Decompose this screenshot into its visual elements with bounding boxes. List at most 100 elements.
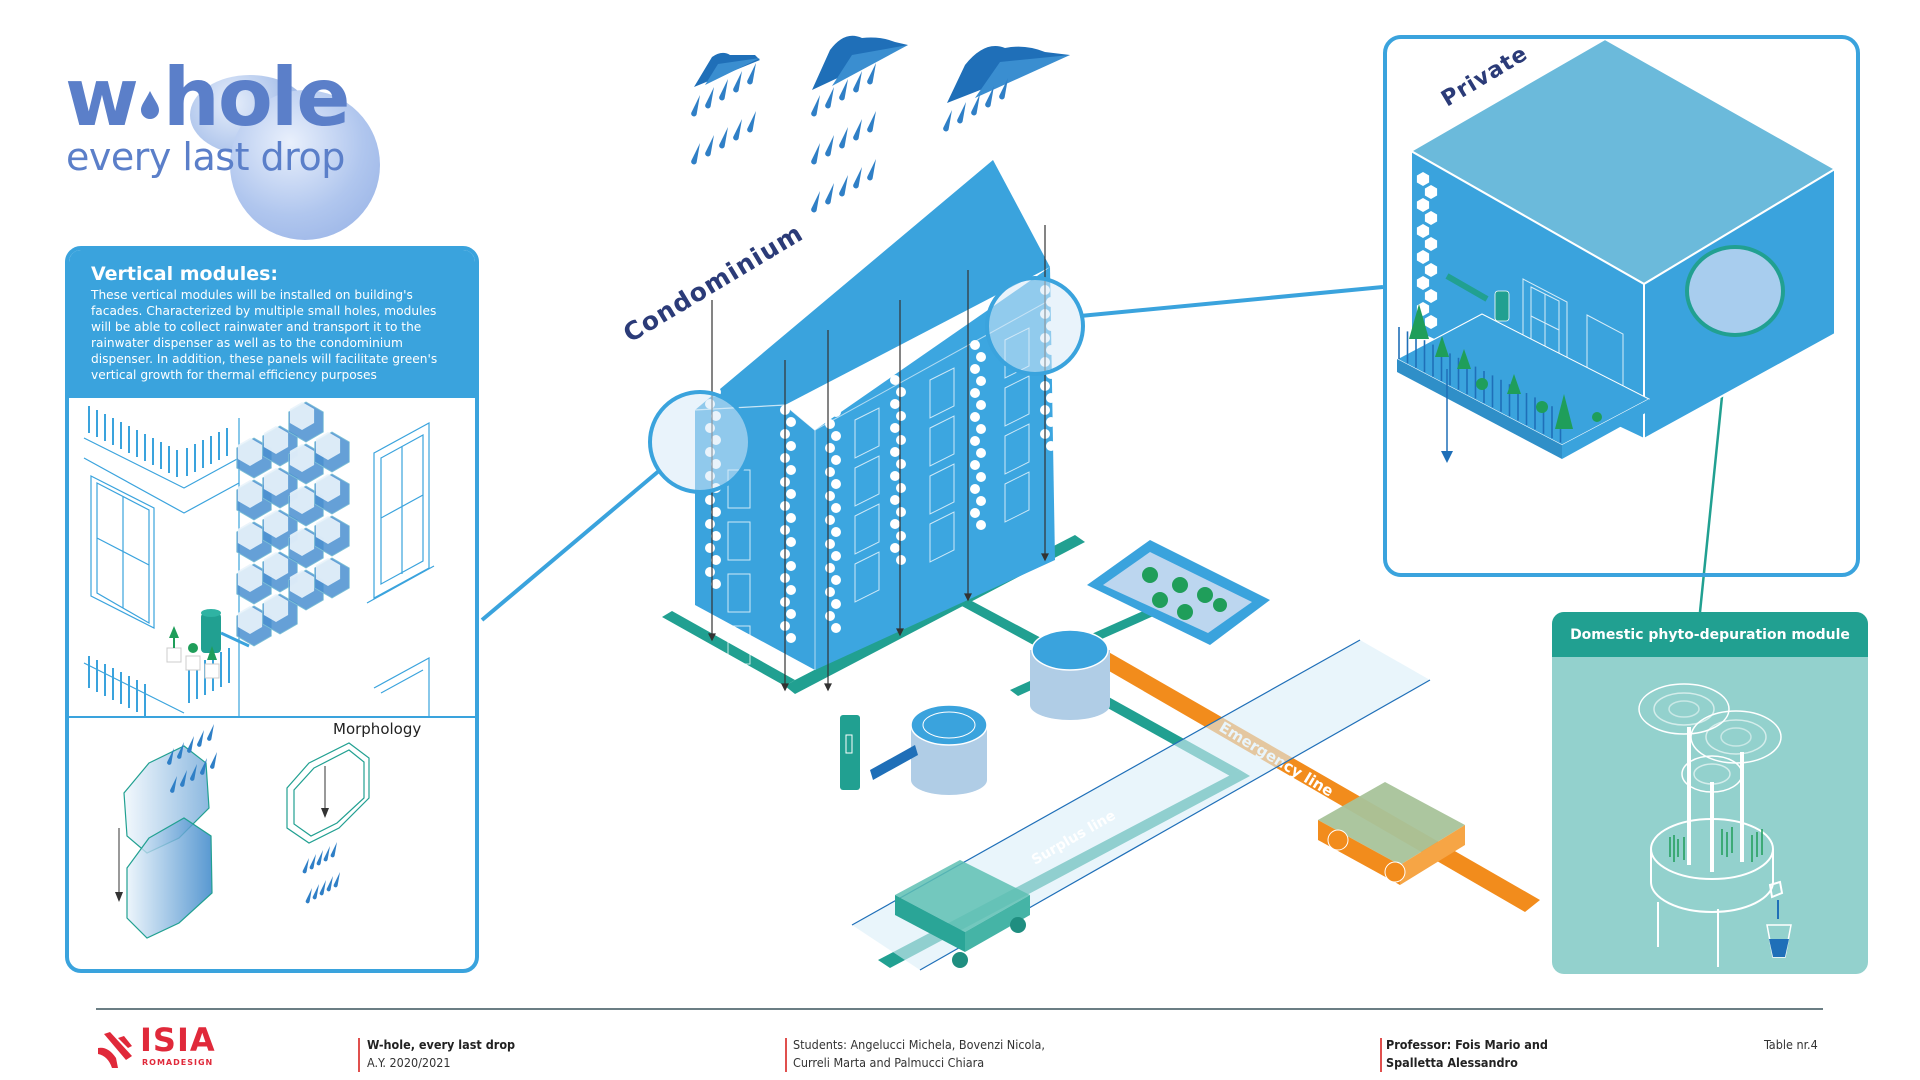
hex-module-face: [289, 444, 315, 472]
balcony-plants: [1409, 304, 1602, 429]
hex-panel: [786, 633, 796, 643]
footer-separator: [785, 1038, 787, 1072]
raindrop: [705, 87, 714, 109]
raindrop: [210, 752, 217, 769]
hex-panel: [1416, 172, 1430, 186]
hex-panel: [976, 424, 986, 434]
rainwater-tank: [910, 704, 988, 795]
raindrop: [825, 87, 834, 109]
hex-panel: [890, 471, 900, 481]
hex-panel: [831, 527, 841, 537]
hex-module-face: [289, 402, 315, 430]
hex-panel: [976, 400, 986, 410]
raindrop: [323, 846, 330, 862]
isia-logo-mark-icon: [96, 1030, 136, 1070]
raindrop: [170, 776, 177, 793]
hex-panel: [970, 364, 980, 374]
raindrop: [691, 143, 700, 165]
phyto-depuration-title: Domestic phyto-depuration module: [1552, 612, 1868, 657]
hex-panel: [970, 388, 980, 398]
water-truck-teal: [895, 860, 1030, 968]
private-unit-panel: Private: [1383, 35, 1860, 577]
hex-panel: [970, 340, 980, 350]
raindrop: [733, 71, 742, 93]
hex-panel: [970, 508, 980, 518]
hex-panel: [786, 609, 796, 619]
hex-panel: [831, 551, 841, 561]
footer-project: W-hole, every last drop A.Y. 2020/2021: [367, 1036, 515, 1072]
raindrop: [867, 159, 876, 181]
hex-panel: [976, 376, 986, 386]
raindrop: [333, 872, 340, 888]
raindrop: [316, 850, 323, 866]
window: [854, 407, 880, 459]
raindrop: [867, 63, 876, 85]
hex-module-face: [315, 558, 341, 586]
hex-panel: [831, 623, 841, 633]
arrowhead-icon: [824, 683, 832, 692]
hex-panel: [825, 539, 835, 549]
hex-panel: [831, 431, 841, 441]
raindrop: [985, 86, 994, 108]
footer-professors: Professor: Fois Mario and Spalletta Ales…: [1386, 1036, 1548, 1072]
hex-panel: [711, 555, 721, 565]
window: [727, 625, 751, 665]
potted-plants-icon: [166, 626, 220, 679]
stacked-hex-module: [115, 745, 213, 939]
hex-panel: [825, 443, 835, 453]
glass-of-water-icon: [1766, 880, 1792, 958]
raindrop: [811, 191, 820, 213]
magnifier-phyto-module[interactable]: [1685, 245, 1785, 337]
raindrop: [853, 119, 862, 141]
window: [929, 511, 955, 563]
hex-panel: [1416, 276, 1430, 290]
hex-panel: [825, 515, 835, 525]
rain-clouds: [694, 35, 1070, 103]
raindrop: [853, 71, 862, 93]
connector-private-box: [1079, 285, 1384, 318]
hex-panel: [831, 455, 841, 465]
cloud-icon: [694, 52, 760, 87]
phyto-depuration-panel: Domestic phyto-depuration module: [1552, 612, 1868, 974]
connector-phyto-box: [1698, 366, 1727, 613]
raindrop: [319, 880, 326, 896]
raindrop: [326, 876, 333, 892]
magnifier-facade-module[interactable]: [648, 390, 752, 494]
hex-panel: [896, 411, 906, 421]
facade-illustration: [69, 398, 475, 718]
hex-panel: [825, 587, 835, 597]
hex-panel: [711, 531, 721, 541]
hex-panel: [786, 561, 796, 571]
hex-module-face: [315, 516, 341, 544]
window: [727, 521, 751, 561]
vertical-modules-title: Vertical modules:: [91, 263, 279, 285]
raindrop: [302, 858, 309, 874]
hex-panel: [890, 447, 900, 457]
raindrop: [747, 63, 756, 85]
window: [929, 415, 955, 467]
raindrop: [839, 79, 848, 101]
hex-panel: [831, 503, 841, 513]
hex-panel: [1424, 185, 1438, 199]
raindrop: [180, 770, 187, 787]
hex-module-face: [289, 528, 315, 556]
magnifier-private-unit[interactable]: [985, 276, 1085, 376]
hex-panel: [1424, 211, 1438, 225]
hex-module-face: [263, 426, 289, 454]
raindrop: [825, 183, 834, 205]
arrowhead-icon: [896, 628, 904, 637]
hex-panel: [976, 448, 986, 458]
single-hex-module: [286, 742, 370, 844]
hex-panel: [1046, 441, 1056, 451]
hex-panel: [896, 507, 906, 517]
raindrop: [719, 127, 728, 149]
hex-panel: [825, 491, 835, 501]
hex-panel: [831, 407, 841, 417]
raindrop: [811, 143, 820, 165]
raindrop: [867, 111, 876, 133]
window: [1004, 471, 1030, 523]
project-title: W-hole, every last drop: [367, 1037, 516, 1052]
raindrop: [177, 742, 184, 759]
hex-panel: [896, 387, 906, 397]
footer-students: Students: Angelucci Michela, Bovenzi Nic…: [793, 1036, 1045, 1072]
